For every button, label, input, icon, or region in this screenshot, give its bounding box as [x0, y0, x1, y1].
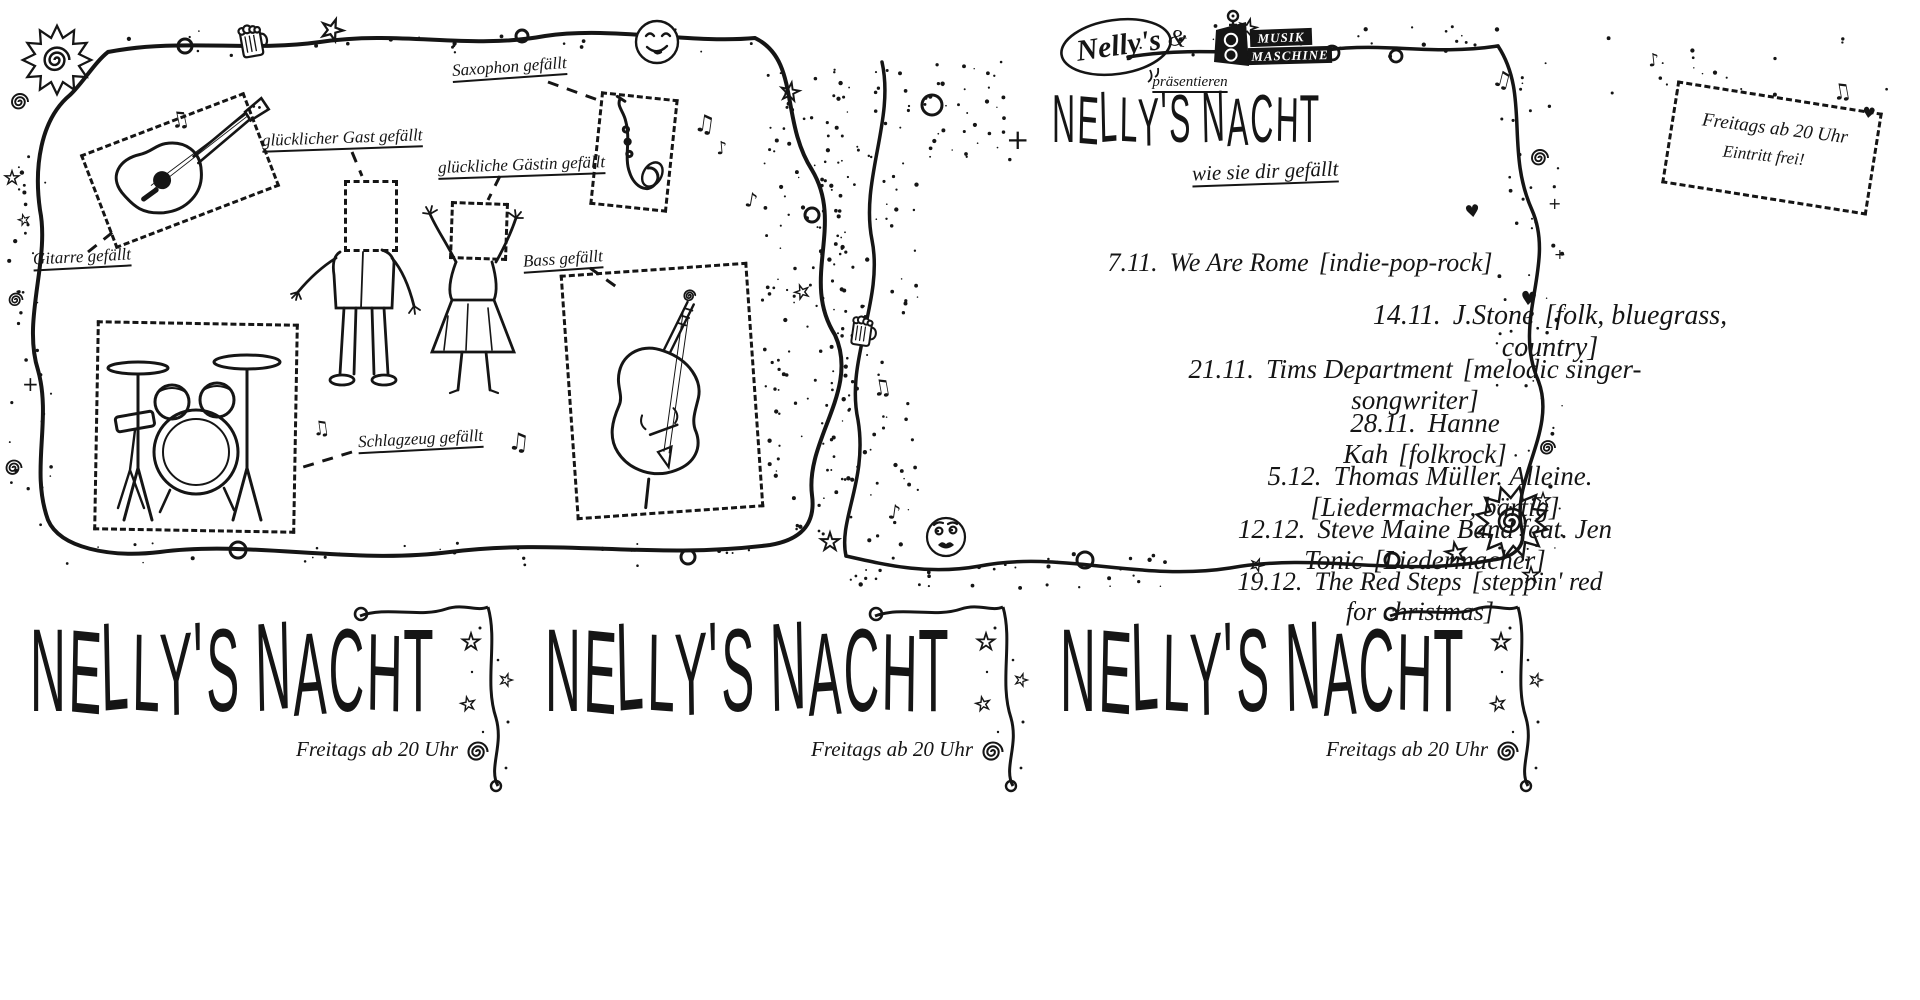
musik-logo-bar: MUSIK	[1249, 27, 1313, 48]
drums-dashed-box	[93, 320, 299, 534]
event-date: 12.12.	[1237, 514, 1306, 544]
event-band: Steve Maine Band feat. Jen Tonic	[1304, 514, 1613, 575]
heart-icon: ♥	[1463, 201, 1482, 223]
event-genre: [folk, bluegrass, country]	[1501, 300, 1728, 363]
event-row: 28.11.Hanne Kah[folkrock]	[1290, 408, 1560, 470]
ampersand: &	[1166, 24, 1189, 54]
event-row: 19.12. The Red Steps[steppin' red for chr…	[1230, 567, 1610, 627]
drums-drawing	[106, 353, 282, 522]
event-genre: [indie-pop-rock]	[1318, 248, 1493, 277]
event-band: Thomas Müller. Alleine.	[1333, 461, 1593, 491]
man-figure-drawing	[290, 248, 421, 387]
left-panel-border	[30, 28, 844, 566]
plus-doodle-icon: +	[22, 372, 39, 396]
event-genre: [melodic singer-songwriter]	[1351, 354, 1642, 415]
event-genre: [Liedermacher, bärtig]	[1310, 492, 1560, 522]
guitar-drawing	[114, 96, 271, 215]
footer-logo-tagline: Freitags ab 20 Uhr	[811, 737, 973, 761]
music-note-icon: ♫	[506, 426, 531, 458]
footer-logo-title: NELLY'S NACHT	[545, 595, 951, 743]
plus-doodle-icon: +	[1554, 247, 1566, 263]
moon-face-icon	[634, 19, 680, 65]
event-date: 7.11.	[1107, 248, 1158, 277]
event-row: 12.12.Steve Maine Band feat. Jen Tonic[L…	[1135, 514, 1715, 576]
event-genre: [folkrock]	[1398, 439, 1507, 469]
heart-icon: ♥	[1518, 287, 1539, 311]
footer-logo-title: NELLY'S NACHT	[1060, 595, 1466, 743]
event-genre: [Liedermacher]	[1373, 545, 1546, 575]
plus-doodle-icon: +	[1006, 123, 1030, 156]
music-note-icon: ♫	[1829, 78, 1854, 107]
beer-mug-icon	[236, 21, 271, 60]
music-note-icon: ♫	[869, 374, 894, 403]
presents-text: präsentieren	[1152, 74, 1228, 90]
maschine-logo-text: MASCHINE	[1251, 46, 1329, 64]
woman-head-dashed-box	[449, 201, 509, 261]
event-row: 7.11. We Are Rome [indie-pop-rock]	[1100, 248, 1500, 278]
event-band: Tims Department	[1266, 354, 1453, 384]
music-note-icon: ♫	[167, 106, 193, 135]
music-note-icon: ♪	[1646, 49, 1661, 72]
man-head-dashed-box	[344, 180, 398, 252]
bass-dashed-box	[559, 261, 765, 521]
footer-logo-tagline: Freitags ab 20 Uhr	[1326, 737, 1488, 761]
event-date: 19.12.	[1237, 567, 1303, 596]
event-date: 5.12.	[1267, 461, 1322, 491]
woman-figure-drawing	[422, 205, 524, 395]
saxophone-drawing	[615, 94, 664, 190]
music-note-icon: ♪	[715, 137, 729, 160]
event-row: 5.12. Thomas Müller. Alleine.[Liedermache…	[1205, 461, 1665, 523]
footer-logo-title: NELLY'S NACHT	[30, 595, 436, 743]
event-band: Hanne Kah	[1343, 408, 1500, 469]
footer-logo-tagline: Freitags ab 20 Uhr	[296, 737, 458, 761]
musik-logo-text: MUSIK	[1257, 28, 1305, 46]
beer-mug-icon	[849, 314, 879, 348]
event-band: The Red Steps	[1314, 567, 1462, 596]
event-genre: [steppin' red for christmas]	[1345, 567, 1603, 626]
heart-icon: ♥	[1860, 103, 1877, 123]
event-band: We Are Rome	[1169, 248, 1309, 277]
music-note-icon: ♫	[692, 108, 718, 140]
plus-doodle-icon: +	[1548, 194, 1562, 213]
event-date: 28.11.	[1350, 408, 1416, 438]
event-row: 21.11. Tims Department[melodic singer-son…	[1185, 354, 1645, 416]
main-title: NELLY'S NACHT	[1052, 76, 1321, 162]
event-date: 21.11.	[1188, 354, 1255, 384]
event-band: J.Stone	[1452, 300, 1535, 331]
leader-lines	[87, 80, 619, 470]
event-date: 14.11.	[1372, 300, 1441, 331]
double-bass-drawing	[610, 288, 701, 510]
maschine-logo-bar: MASCHINE	[1247, 45, 1333, 66]
event-row: 14.11. J.Stone[folk, bluegrass, country]	[1330, 300, 1770, 364]
smiley-face-icon	[925, 516, 967, 558]
music-note-icon: ♫	[310, 414, 332, 442]
